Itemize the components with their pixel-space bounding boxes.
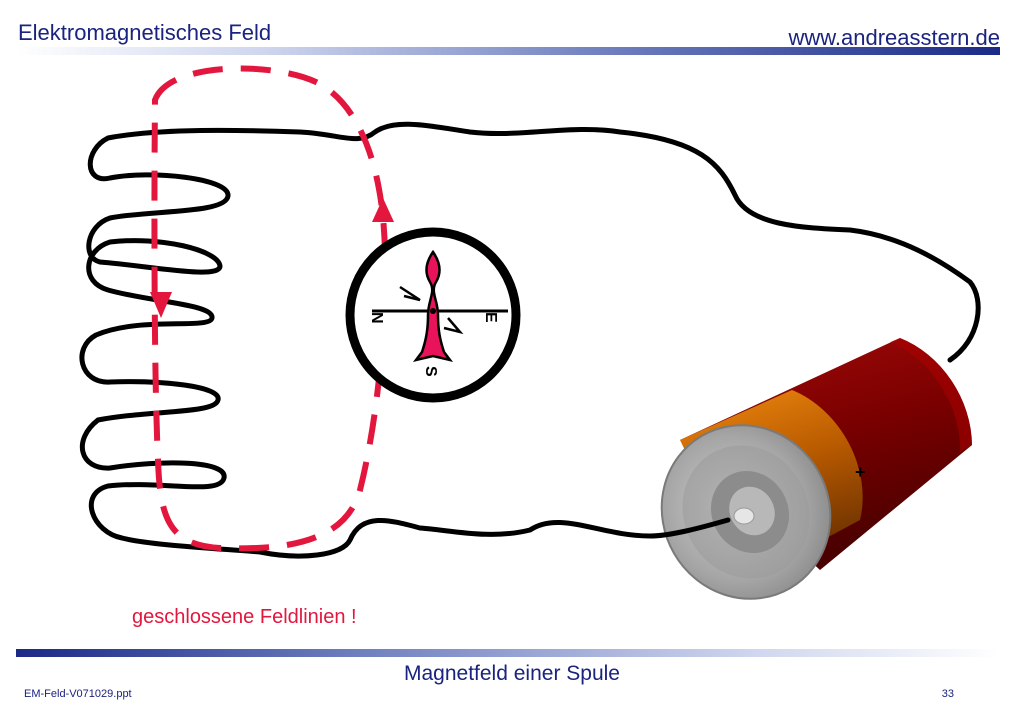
field-lines-caption: geschlossene Feldlinien !: [132, 606, 357, 628]
slide-title: Magnetfeld einer Spule: [404, 662, 620, 685]
battery-plus-label: +: [855, 462, 866, 482]
compass-south-label: S: [422, 366, 439, 377]
magnetic-field-line: [151, 65, 389, 552]
top-divider: [16, 47, 1000, 55]
compass-north-label: N: [368, 312, 385, 324]
page-number: 33: [941, 688, 954, 700]
field-arrow-down: [150, 292, 172, 318]
slide-header-title: Elektromagnetisches Feld: [18, 20, 272, 45]
field-arrow-up: [372, 198, 394, 222]
coil-wire: [79, 121, 981, 559]
header-website-url[interactable]: www.andreasstern.de: [788, 25, 1000, 50]
compass-east-label: E: [482, 312, 499, 323]
battery: +: [660, 338, 972, 600]
bottom-divider: [16, 649, 1000, 657]
compass: N E S: [345, 227, 521, 403]
footer-filename: EM-Feld-V071029.ppt: [24, 688, 132, 700]
